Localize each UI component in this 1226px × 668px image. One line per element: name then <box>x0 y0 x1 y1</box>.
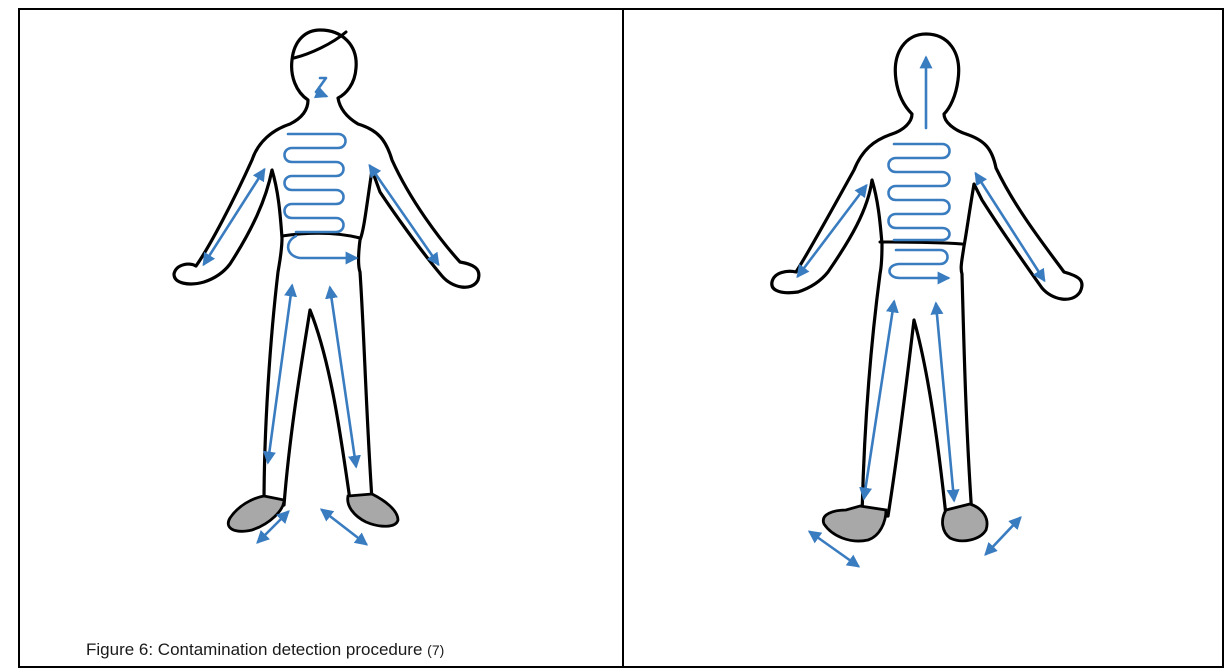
back-shoe-left <box>823 506 886 541</box>
caption-reference: (7) <box>427 642 444 658</box>
person-front-icon <box>20 10 622 652</box>
person-back-icon <box>624 10 1224 652</box>
panel-back-view <box>624 10 1224 652</box>
back-right-shoe-arrow <box>986 518 1020 554</box>
front-body-outline <box>174 30 479 505</box>
panel-front-view: Figure 6: Contamination detection proced… <box>20 10 622 652</box>
front-shoe-right <box>348 494 398 526</box>
figure-page: Figure 6: Contamination detection proced… <box>0 0 1226 652</box>
figure-caption: Figure 6: Contamination detection proced… <box>86 640 606 660</box>
caption-text: Figure 6: Contamination detection proced… <box>86 640 422 659</box>
back-right-arm-arrow <box>976 174 1044 280</box>
back-shoe-right <box>943 504 988 541</box>
